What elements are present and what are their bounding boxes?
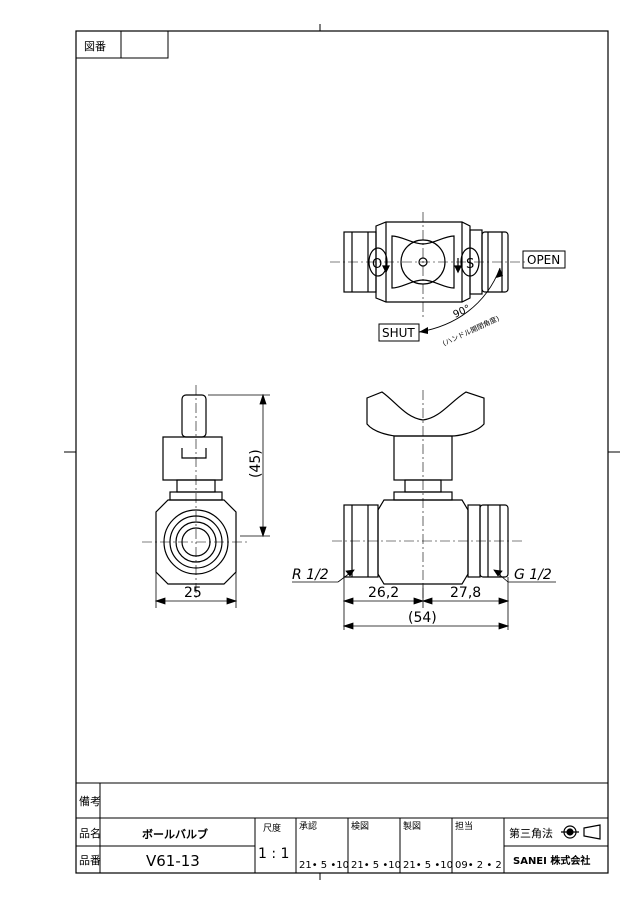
company-name: SANEI 株式会社 xyxy=(513,854,590,867)
scale-value: 1 : 1 xyxy=(258,846,289,862)
left-thread-label: R 1/2 xyxy=(292,567,329,583)
shut-label: SHUT xyxy=(382,326,415,340)
drawing-no-label: 図番 xyxy=(84,40,106,53)
charge-date: 09• 2 • 2 xyxy=(455,860,502,871)
check-date: 21• 5 •10 xyxy=(351,860,401,871)
check-label: 検図 xyxy=(351,820,369,832)
remarks-label: 備考 xyxy=(79,795,101,808)
right-thread-label: G 1/2 xyxy=(514,567,552,583)
handle-mark-shut: S xyxy=(466,257,474,272)
draft-date: 21• 5 •10 xyxy=(403,860,453,871)
scale-label: 尺度 xyxy=(263,822,281,834)
sheet-frame xyxy=(75,30,609,874)
product-name: ボールバルブ xyxy=(142,827,208,841)
front-view xyxy=(332,390,525,598)
name-label: 品名 xyxy=(79,826,101,840)
side-view xyxy=(142,385,250,598)
third-angle-projection-icon xyxy=(561,824,601,840)
total-length-dimension: (54) xyxy=(408,610,437,626)
approval-date: 21• 5 •10 xyxy=(299,860,349,871)
right-length-dimension: 27,8 xyxy=(450,585,481,601)
approval-label: 承認 xyxy=(299,820,317,832)
height-dimension: (45) xyxy=(248,449,264,478)
width-dimension: 25 xyxy=(184,585,202,601)
rotation-angle: 90° xyxy=(452,303,473,320)
draft-label: 製図 xyxy=(403,820,421,832)
title-block xyxy=(76,782,608,873)
part-no-label: 品番 xyxy=(79,854,101,867)
charge-label: 担当 xyxy=(455,820,473,832)
part-number: V61-13 xyxy=(146,852,200,870)
projection-label: 第三角法 xyxy=(509,826,553,840)
top-view xyxy=(330,212,525,318)
handle-mark-open: O xyxy=(372,257,382,272)
rotation-angle-note: (ハンドル開閉角度) xyxy=(441,314,501,348)
left-length-dimension: 26,2 xyxy=(368,585,399,601)
open-label: OPEN xyxy=(527,253,560,267)
